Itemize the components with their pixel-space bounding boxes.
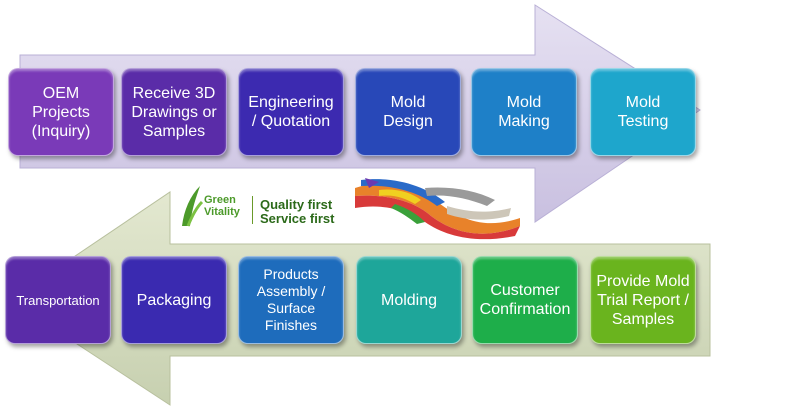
bottom-step-box: Products Assembly / Surface Finishes [238, 256, 344, 344]
bottom-step-box: Transportation [5, 256, 111, 344]
leaf-logo-icon [182, 186, 204, 227]
bottom-step-box: Packaging [121, 256, 227, 344]
top-step-box: OEM Projects (Inquiry) [8, 68, 114, 156]
green-vitality-logo: Green Vitality Quality first Service fir… [178, 182, 343, 232]
top-step-box: Mold Making [471, 68, 577, 156]
bottom-step-box: Molding [356, 256, 462, 344]
plastic-pellets-image [355, 178, 520, 240]
bottom-step-box: Provide Mold Trial Report / Samples [590, 256, 696, 344]
top-step-box: Receive 3D Drawings or Samples [121, 68, 227, 156]
top-step-box: Mold Testing [590, 68, 696, 156]
top-step-box: Mold Design [355, 68, 461, 156]
logo-divider [252, 196, 253, 224]
logo-brand-name: Green Vitality [204, 194, 240, 218]
top-step-box: Engineering / Quotation [238, 68, 344, 156]
bottom-step-box: Customer Confirmation [472, 256, 578, 344]
logo-tagline: Quality first Service first [260, 197, 335, 226]
